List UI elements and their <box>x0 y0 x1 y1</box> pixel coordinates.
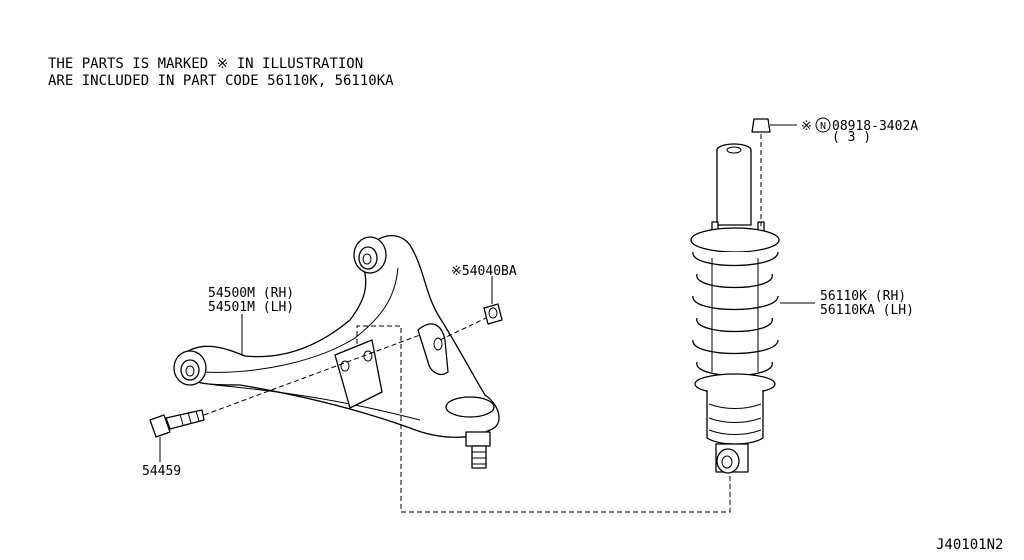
shock-to-arm-dashed-line <box>356 325 731 513</box>
top-nut-symbol: N <box>820 121 826 132</box>
shock-absorber-assembly <box>690 118 780 474</box>
n-circle-icon <box>815 117 831 133</box>
top-nut-mark: ※ <box>801 119 812 134</box>
callout-top-nut-qty: ( 3 ) <box>832 130 871 145</box>
callout-bolt: 54459 <box>142 464 181 479</box>
note-line-2: ARE INCLUDED IN PART CODE 56110K, 56110K… <box>48 73 394 89</box>
callout-top-nut-code: 08918-3402A <box>832 119 918 134</box>
diagram-code: J40101N2 <box>936 537 1003 553</box>
bolt-axis-line <box>203 334 421 416</box>
lower-control-arm <box>173 234 500 469</box>
note-line-1: THE PARTS IS MARKED ※ IN ILLUSTRATION <box>48 56 363 72</box>
nut-axis-line <box>439 317 487 341</box>
callout-arm-rh: 54500M (RH) <box>208 286 294 301</box>
callout-shock-lh: 56110KA (LH) <box>820 303 914 318</box>
callout-nut: ※54040BA <box>451 264 517 279</box>
callout-arm-lh: 54501M (LH) <box>208 300 294 315</box>
nut-54040ba <box>483 303 503 325</box>
bolt-54459 <box>149 409 205 438</box>
callout-shock-rh: 56110K (RH) <box>820 289 906 304</box>
